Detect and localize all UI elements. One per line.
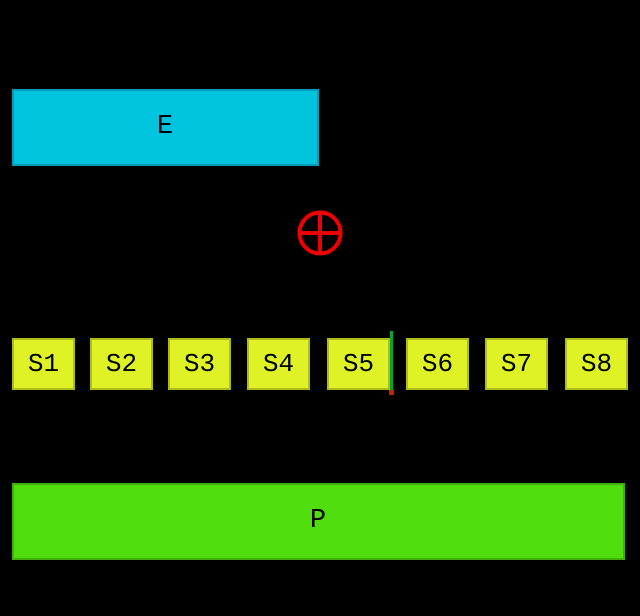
segment-divider-dot	[389, 390, 394, 395]
block-e-label: E	[156, 112, 175, 142]
segment-label: S4	[262, 349, 295, 379]
segment-box-s6: S6	[406, 338, 469, 390]
circled-cross-icon	[297, 210, 343, 256]
segment-box-s7: S7	[485, 338, 548, 390]
segment-label: S5	[342, 349, 375, 379]
block-p: P	[12, 483, 625, 560]
segment-box-s4: S4	[247, 338, 310, 390]
block-p-label: P	[309, 506, 328, 536]
segment-label: S7	[500, 349, 533, 379]
segment-label: S1	[27, 349, 60, 379]
segment-box-s8: S8	[565, 338, 628, 390]
segment-box-s3: S3	[168, 338, 231, 390]
segment-box-s2: S2	[90, 338, 153, 390]
segment-label: S8	[580, 349, 613, 379]
block-e: E	[12, 89, 319, 166]
segment-divider-line	[390, 331, 393, 394]
segment-label: S6	[421, 349, 454, 379]
segment-box-s5: S5	[327, 338, 390, 390]
segment-box-s1: S1	[12, 338, 75, 390]
segment-label: S2	[105, 349, 138, 379]
segment-label: S3	[183, 349, 216, 379]
